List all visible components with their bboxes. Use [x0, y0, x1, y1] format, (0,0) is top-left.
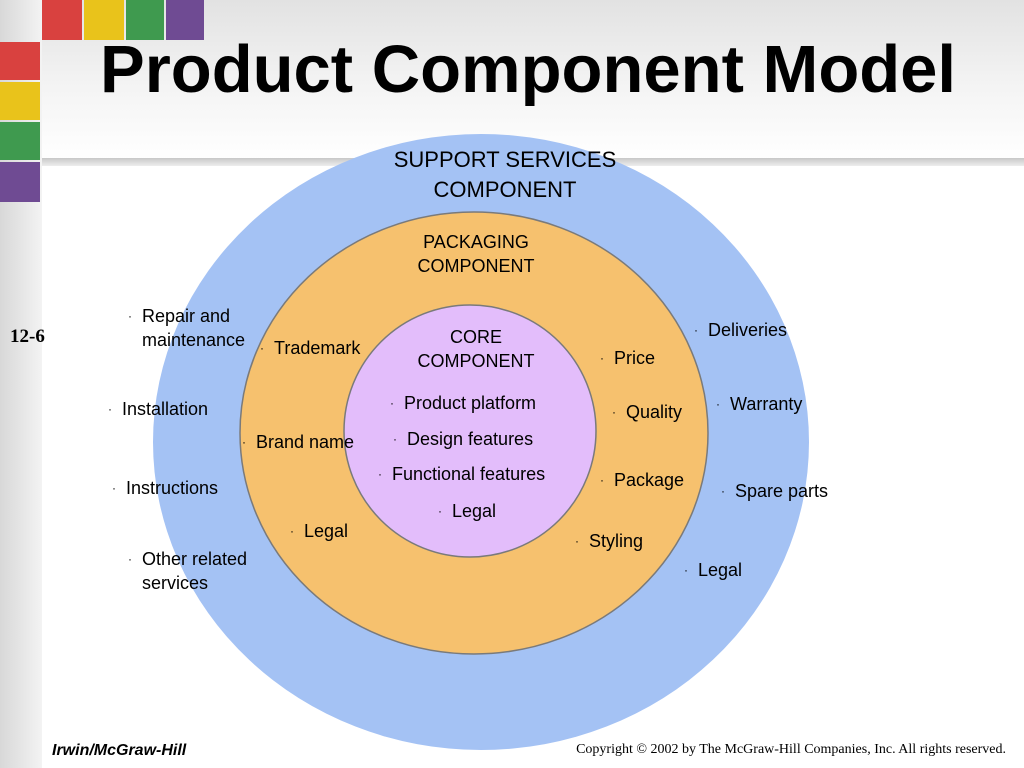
- item-label: Instructions: [126, 478, 219, 498]
- core-item-legal: · Legal: [438, 499, 496, 523]
- packaging-title: PACKAGING COMPONENT: [417, 232, 535, 276]
- packaging-item-package: · Package: [600, 468, 684, 492]
- support-services-title: SUPPORT SERVICES COMPONENT: [393, 147, 617, 202]
- item-label: Brand name: [256, 432, 355, 452]
- packaging-item-legal: · Legal: [290, 519, 348, 543]
- core-item-design-features: · Design features: [393, 427, 533, 451]
- deco-square-purple-top: [166, 0, 204, 40]
- bullet: ·: [721, 484, 725, 498]
- item-label: Package: [614, 470, 685, 490]
- bullet: ·: [393, 432, 397, 446]
- deco-square-yellow-top: [84, 0, 124, 40]
- item-label: Styling: [589, 531, 644, 551]
- packaging-item-price: · Price: [600, 346, 655, 370]
- support-item-warranty: · Warranty: [716, 392, 802, 416]
- deco-square-yellow-left: [0, 82, 40, 120]
- item-label: Price: [614, 348, 656, 368]
- item-label: Functional features: [392, 464, 546, 484]
- support-item-legal: · Legal: [684, 558, 742, 582]
- bullet: ·: [694, 323, 698, 337]
- bullet: ·: [128, 309, 132, 323]
- support-item-other-services: · Other related services: [128, 547, 247, 595]
- deco-square-green-left: [0, 122, 40, 160]
- bullet: ·: [612, 405, 616, 419]
- core-title: CORE COMPONENT: [417, 327, 535, 371]
- bullet: ·: [684, 563, 688, 577]
- bullet: ·: [290, 524, 294, 538]
- bullet: ·: [128, 552, 132, 566]
- packaging-item-trademark: · Trademark: [260, 336, 360, 360]
- support-item-installation: · Installation: [108, 397, 208, 421]
- bullet: ·: [260, 341, 264, 355]
- item-label: Product platform: [404, 393, 537, 413]
- core-item-functional-features: · Functional features: [378, 462, 545, 486]
- item-label: Design features: [407, 429, 534, 449]
- item-label: Other related services: [142, 549, 248, 593]
- support-item-deliveries: · Deliveries: [694, 318, 787, 342]
- slide-number: 12-6: [10, 326, 45, 347]
- packaging-item-quality: · Quality: [612, 400, 682, 424]
- packaging-item-brand-name: · Brand name: [242, 430, 354, 454]
- bullet: ·: [716, 397, 720, 411]
- slide-title: Product Component Model: [100, 32, 957, 107]
- bullet: ·: [600, 473, 604, 487]
- bullet: ·: [242, 435, 246, 449]
- support-item-instructions: · Instructions: [112, 476, 218, 500]
- item-label: Warranty: [730, 394, 803, 414]
- bullet: ·: [390, 396, 394, 410]
- core-item-product-platform: · Product platform: [390, 391, 536, 415]
- bullet: ·: [575, 534, 579, 548]
- item-label: Legal: [452, 501, 497, 521]
- item-label: Deliveries: [708, 320, 788, 340]
- bullet: ·: [600, 351, 604, 365]
- support-item-repair: · Repair and maintenance: [128, 304, 245, 352]
- item-label: Quality: [626, 402, 683, 422]
- packaging-item-styling: · Styling: [575, 529, 643, 553]
- item-label: Installation: [122, 399, 209, 419]
- deco-square-red-left: [0, 42, 40, 80]
- item-label: Spare parts: [735, 481, 829, 501]
- bullet: ·: [112, 481, 116, 495]
- deco-square-green-top: [126, 0, 164, 40]
- deco-square-red-top: [42, 0, 82, 40]
- publisher-label: Irwin/McGraw-Hill: [52, 742, 187, 759]
- bullet: ·: [438, 504, 442, 518]
- copyright-notice: Copyright © 2002 by The McGraw-Hill Comp…: [576, 742, 1006, 757]
- deco-square-purple-left: [0, 162, 40, 202]
- item-label: Repair and maintenance: [142, 306, 246, 350]
- core-circle: [343, 304, 597, 558]
- item-label: Legal: [698, 560, 743, 580]
- bullet: ·: [378, 467, 382, 481]
- item-label: Legal: [304, 521, 349, 541]
- item-label: Trademark: [274, 338, 361, 358]
- bullet: ·: [108, 402, 112, 416]
- support-item-spare-parts: · Spare parts: [721, 479, 828, 503]
